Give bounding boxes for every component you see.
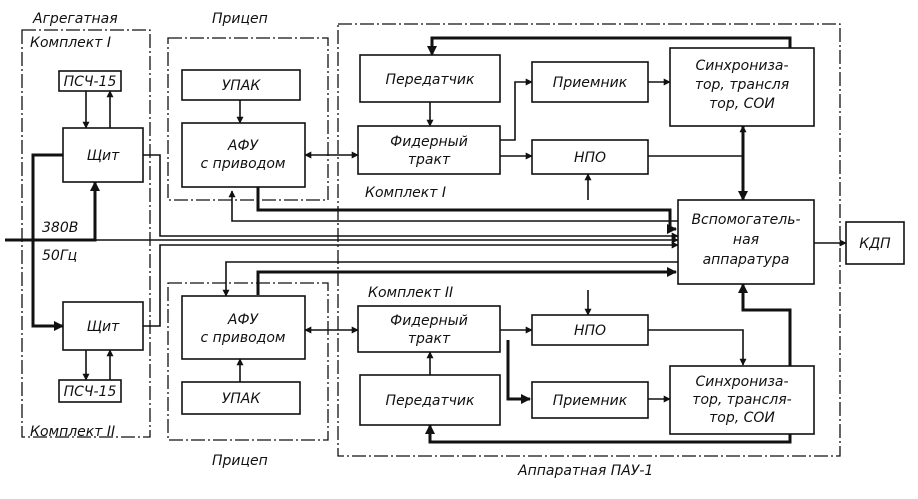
sync-bottom-label-3: тор, СОИ [709, 410, 775, 426]
transmitter-top-label: Передатчик [386, 72, 475, 88]
receiver-bottom-label: Приемник [553, 393, 628, 409]
npo-top-label: НПО [574, 150, 606, 166]
kit1-right-label: Комплект I [365, 185, 446, 201]
psch15-top-block: ПСЧ-15 [58, 70, 122, 92]
npo-bottom-label: НПО [574, 323, 606, 339]
upak-bottom-label: УПАК [222, 391, 262, 407]
shield-top-block: Щит [62, 127, 144, 183]
sync-bottom-label-1: Синхрониза- [695, 374, 788, 390]
shield-bottom-block: Щит [62, 301, 144, 351]
npo-top-block: НПО [531, 139, 649, 175]
shield-bottom-label: Щит [87, 319, 120, 335]
feeder-bottom-block: Фидерный тракт [357, 305, 501, 353]
trailer-top-frame [167, 37, 329, 201]
feeder-top-label-1: Фидерный [390, 134, 468, 150]
upak-bottom-block: УПАК [181, 381, 301, 415]
aux-label-1: Вспомогатель- [691, 212, 800, 228]
transmitter-top-block: Передатчик [359, 54, 501, 103]
sync-top-block: Синхрониза- тор, трансля тор, СОИ [669, 47, 815, 127]
receiver-top-block: Приемник [531, 61, 649, 103]
aux-label-2: ная [733, 232, 759, 248]
sync-top-label-1: Синхрониза- [695, 58, 788, 74]
trailer-bottom-frame [167, 282, 329, 441]
aux-equipment-block: Вспомогатель- ная аппаратура [677, 199, 815, 285]
sync-bottom-label-2: тор, трансля- [692, 392, 791, 408]
feeder-bottom-label-1: Фидерный [390, 313, 468, 329]
psch15-bottom-label: ПСЧ-15 [64, 384, 117, 400]
psch15-top-label: ПСЧ-15 [64, 74, 117, 90]
upak-top-block: УПАК [181, 69, 301, 101]
afu-bottom-label-1: АФУ [227, 312, 260, 328]
afu-bottom-label-2: с приводом [201, 330, 286, 346]
receiver-top-label: Приемник [553, 75, 628, 91]
afu-top-label-1: АФУ [227, 138, 260, 154]
trailer-top-label: Прицеп [212, 11, 268, 27]
kdp-block: КДП [845, 221, 905, 265]
voltage-label: 380В [42, 220, 78, 236]
feeder-bottom-label-2: тракт [408, 331, 451, 347]
feeder-top-block: Фидерный тракт [357, 125, 501, 175]
kdp-label: КДП [859, 236, 891, 252]
afu-top-block: АФУ с приводом [181, 122, 306, 188]
aux-label-3: аппаратура [703, 252, 790, 268]
feeder-top-label-2: тракт [408, 152, 451, 168]
transmitter-bottom-label: Передатчик [386, 393, 475, 409]
afu-top-label-2: с приводом [201, 156, 286, 172]
transmitter-bottom-block: Передатчик [359, 374, 501, 426]
frequency-label: 50Гц [42, 248, 77, 264]
npo-bottom-block: НПО [531, 314, 649, 346]
aggregate-label: Агрегатная [32, 11, 118, 27]
sync-top-label-2: тор, трансля [695, 77, 789, 93]
receiver-bottom-block: Приемник [531, 381, 649, 419]
trailer-bottom-label: Прицеп [212, 453, 268, 469]
psch15-bottom-block: ПСЧ-15 [58, 379, 122, 403]
sync-top-label-3: тор, СОИ [709, 96, 775, 112]
afu-bottom-block: АФУ с приводом [181, 295, 306, 360]
hardware-room-label: Аппаратная ПАУ-1 [517, 463, 653, 479]
kit2-right-label: Комплект II [368, 285, 453, 301]
kit1-left-label: Комплект I [30, 35, 111, 51]
shield-top-label: Щит [87, 148, 120, 164]
sync-bottom-block: Синхрониза- тор, трансля- тор, СОИ [669, 365, 815, 435]
upak-top-label: УПАК [222, 78, 262, 94]
kit2-left-label: Комплект II [30, 424, 115, 440]
aggregate-frame [21, 29, 151, 438]
